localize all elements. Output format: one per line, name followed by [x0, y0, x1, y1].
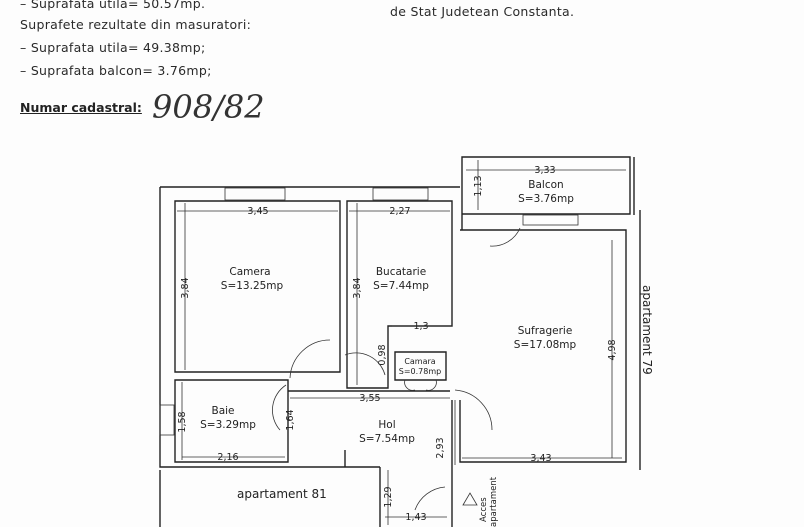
dim-hol-width: 1,64	[285, 409, 296, 430]
dim-entrance-depth: 1,29	[383, 486, 394, 507]
walls	[159, 156, 641, 527]
room-area-balcon: S=3.76mp	[518, 193, 574, 205]
room-area-bucatarie: S=7.44mp	[373, 280, 429, 292]
dimension-labels: ​ 3,45 2,27 3,33 1,13 3,84 3,84 1,3 0,98…	[177, 165, 618, 523]
note-right-text: de Stat Judetean Constanta.	[390, 4, 575, 19]
room-name-balcon: Balcon	[528, 179, 563, 191]
access-label: Acces	[479, 497, 489, 522]
room-area-camera: S=13.25mp	[221, 280, 284, 292]
doors	[272, 227, 521, 511]
dim-camera-width: 3,45	[247, 206, 268, 217]
room-name-bucatarie: Bucatarie	[376, 266, 426, 278]
note-balcony-area: – Suprafata balcon= 3.76mp;	[20, 63, 212, 78]
room-area-camara: S=0.78mp	[399, 367, 441, 376]
note-measured-heading: Suprafete rezultate din masuratori:	[20, 17, 252, 32]
room-area-hol: S=7.54mp	[359, 433, 415, 445]
neighbor-apartament-79: apartament 79	[640, 285, 654, 375]
room-area-sufragerie: S=17.08mp	[514, 339, 577, 351]
room-name-camera: Camera	[229, 266, 270, 278]
room-name-baie: Baie	[211, 405, 234, 417]
dim-bucatarie-width: 2,27	[389, 206, 410, 217]
room-name-sufragerie: Sufragerie	[518, 325, 573, 337]
note-area-measured: – Suprafata utila= 49.38mp;	[20, 40, 206, 55]
dim-balcon-width: 3,33	[534, 165, 555, 176]
dim-sufragerie-width: 3,43	[530, 453, 551, 464]
dim-hol-wall: 2,93	[435, 437, 446, 458]
access-label-2: apartament	[489, 476, 499, 527]
cadastral-number-handwritten: 908/82	[152, 88, 265, 126]
room-labels: Camera S=13.25mp Bucatarie S=7.44mp Balc…	[200, 179, 576, 445]
dimension-lines	[177, 160, 626, 525]
room-name-hol: Hol	[378, 419, 395, 431]
neighbor-apartament-81: apartament 81	[237, 487, 327, 501]
access-marker: Acces apartament	[462, 476, 499, 527]
room-name-camara: Camara	[404, 357, 435, 366]
dim-balcon-depth: 1,13	[473, 175, 484, 196]
dim-camera-length: 3,84	[180, 277, 191, 298]
dim-sufragerie-length: 4,98	[607, 339, 618, 360]
dim-baie-depth: 1,58	[177, 411, 188, 432]
neighbor-labels: apartament 81 apartament 79	[237, 285, 654, 501]
dim-entrance-width: 1,43	[405, 512, 426, 523]
dim-camara-offset: 0,98	[377, 344, 388, 365]
dim-bucatarie-length: 3,84	[352, 277, 363, 298]
dim-bucatarie-step: 1,3	[413, 321, 428, 332]
dim-baie-width: 2,16	[217, 452, 238, 463]
note-area-declared: – Suprafata utila= 50.57mp.	[20, 0, 206, 11]
dim-hol-length: 3,55	[359, 393, 380, 404]
room-area-baie: S=3.29mp	[200, 419, 256, 431]
cadastral-label: Numar cadastral:	[20, 100, 142, 115]
access-triangle-icon	[462, 492, 478, 506]
